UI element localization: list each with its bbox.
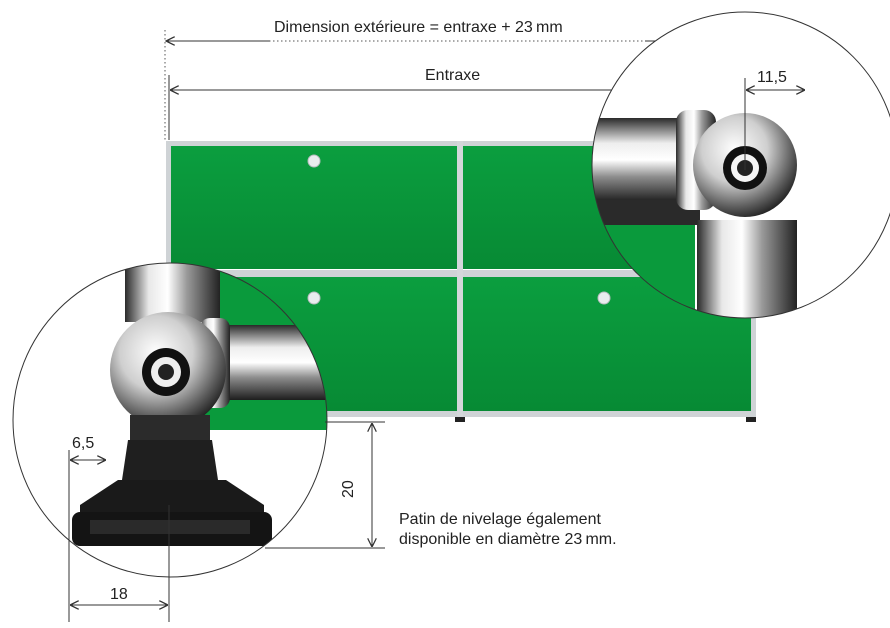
leveling-note-line2: disponible en diamètre 23 mm. (399, 531, 617, 548)
leveling-note-line1: Patin de nivelage également (399, 511, 601, 528)
lock-icon (307, 154, 321, 168)
lock-icon (307, 291, 321, 305)
ball-offset-label: 11,5 (757, 69, 787, 86)
foot-height-dimension (265, 421, 385, 549)
ball-joint-detail (591, 11, 890, 319)
center-distance-label: Entraxe (425, 67, 481, 84)
foot-height-label: 20 (340, 480, 357, 498)
foot-width-dimensions (68, 450, 170, 622)
foot-width-label: 18 (110, 586, 128, 603)
overall-dimension-label: Dimension extérieure = entraxe + 23 mm (272, 18, 565, 37)
lock-icon (597, 291, 611, 305)
foot-offset-label: 6,5 (72, 435, 95, 452)
ball-offset-dimension (744, 78, 805, 170)
leveling-foot-detail (12, 262, 328, 578)
